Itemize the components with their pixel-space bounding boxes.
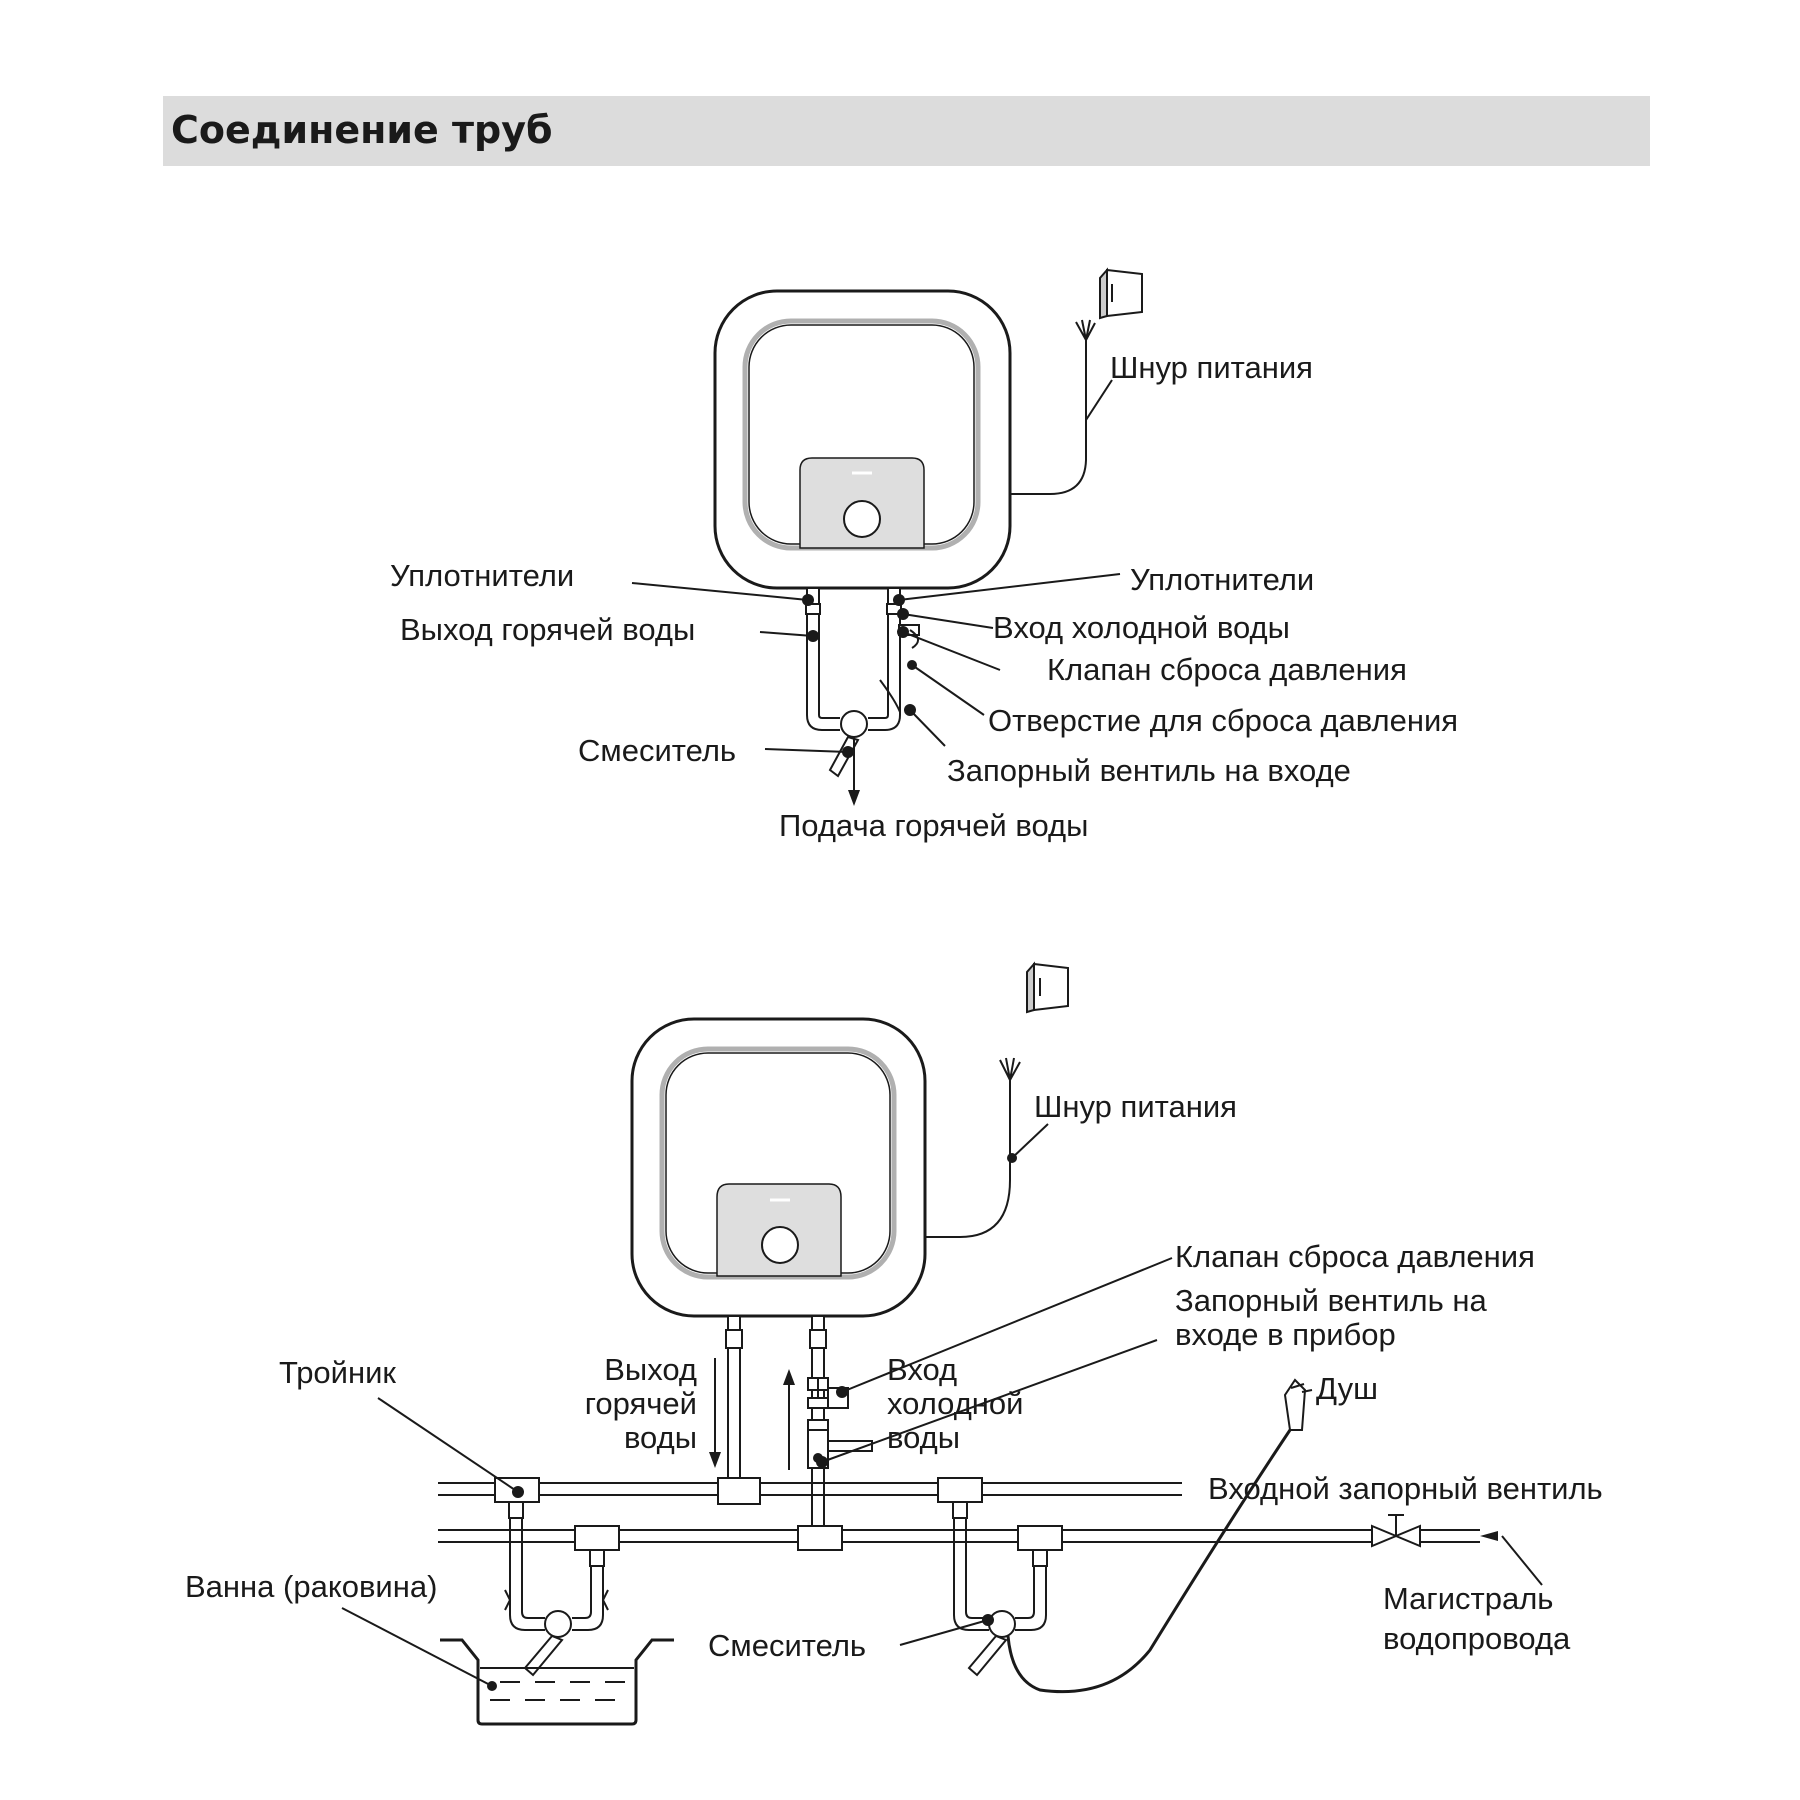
- label-power-cord-bottom: Шнур питания: [1034, 1089, 1237, 1124]
- label-hot-out-bottom-2: горячей: [585, 1386, 697, 1421]
- water-heater-top: [713, 289, 1012, 590]
- label-power-cord-top: Шнур питания: [1110, 350, 1313, 385]
- label-main-line-1: Магистраль: [1383, 1581, 1553, 1616]
- label-main-shutoff: Входной запорный вентиль: [1208, 1471, 1603, 1506]
- page-title: Соединение труб: [171, 108, 553, 152]
- label-hot-out-bottom-3: воды: [624, 1420, 697, 1455]
- label-cold-in-bottom-2: холодной: [887, 1386, 1023, 1421]
- bottom-callouts: [341, 1257, 1543, 1691]
- label-hot-supply-top: Подача горячей воды: [779, 808, 1088, 843]
- bottom-left-mixer: [504, 1501, 609, 1677]
- power-cord-bottom: [925, 961, 1069, 1238]
- power-cord-top: [1010, 267, 1143, 495]
- label-cold-inlet-top: Вход холодной воды: [993, 610, 1290, 645]
- label-inlet-shutoff-bottom-1: Запорный вентиль на: [1175, 1283, 1488, 1318]
- label-bath: Ванна (раковина): [185, 1569, 437, 1604]
- label-relief-hole-top: Отверстие для сброса давления: [988, 703, 1458, 738]
- label-hot-out-bottom-1: Выход: [604, 1352, 697, 1387]
- label-cold-in-bottom-1: Вход: [887, 1352, 957, 1387]
- water-heater-bottom: [630, 1017, 927, 1318]
- top-piping: [805, 587, 920, 806]
- label-mixer-top: Смеситель: [578, 733, 736, 768]
- label-relief-valve-bottom: Клапан сброса давления: [1175, 1239, 1535, 1274]
- label-tee: Тройник: [279, 1355, 396, 1390]
- label-seals-right-top: Уплотнители: [1130, 562, 1314, 597]
- label-cold-in-bottom-3: воды: [887, 1420, 960, 1455]
- bottom-right-mixer: [952, 1378, 1307, 1694]
- bottom-risers: [709, 1315, 873, 1530]
- label-inlet-shutoff-bottom-2: входе в прибор: [1175, 1317, 1396, 1352]
- bath-basin: [440, 1638, 674, 1726]
- label-hot-outlet-top: Выход горячей воды: [400, 612, 695, 647]
- top-callouts: [631, 573, 1121, 758]
- label-seals-left-top: Уплотнители: [390, 558, 574, 593]
- label-inlet-shutoff-top: Запорный вентиль на входе: [947, 753, 1351, 788]
- bottom-diagram: Шнур питания Клапан сброса давления Запо…: [185, 961, 1603, 1726]
- label-main-line-2: водопровода: [1383, 1621, 1571, 1656]
- label-relief-valve-top: Клапан сброса давления: [1047, 652, 1407, 687]
- label-shower: Душ: [1316, 1371, 1378, 1406]
- label-mixer-bottom: Смеситель: [708, 1628, 866, 1663]
- top-diagram: Шнур питания Уплотнители Уплотнители Вых…: [390, 267, 1458, 843]
- header-bar: Соединение труб: [163, 96, 1650, 166]
